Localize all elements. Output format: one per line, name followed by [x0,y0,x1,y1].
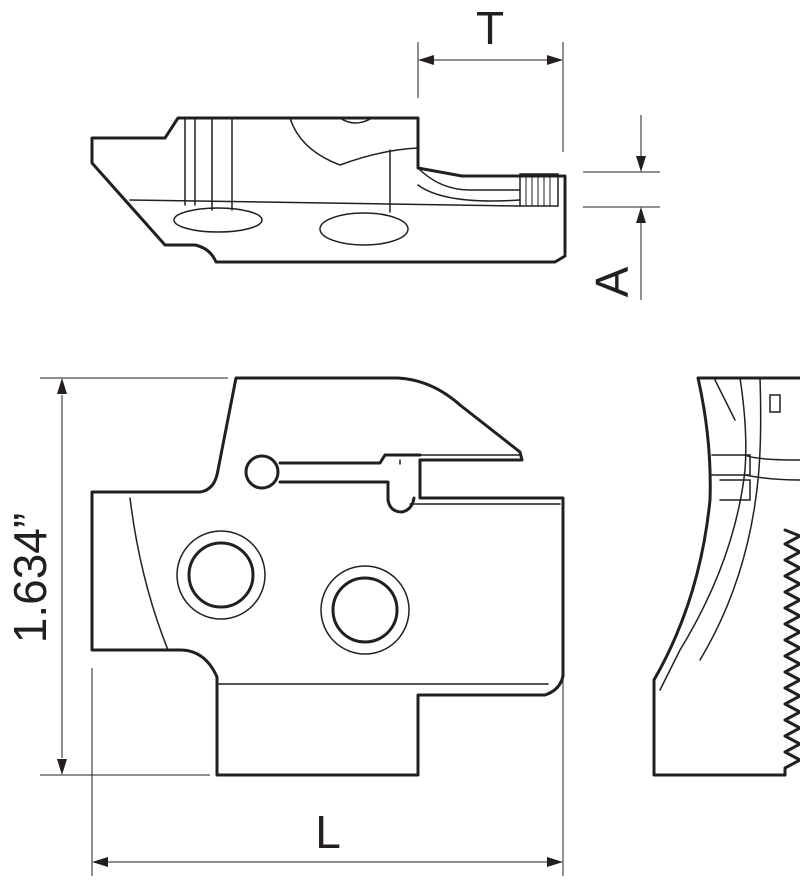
top-view: T A [90,2,660,300]
screw-hole-right [320,565,410,655]
clamp-notch-hole [244,454,280,490]
dimension-A-label: A [586,266,638,297]
top-hole-left [173,207,263,233]
side-view [652,376,800,777]
dimension-T-label: T [476,2,504,54]
dimension-T: T [417,2,564,152]
top-tip [519,173,559,207]
screw-hole-left [176,530,266,620]
dimension-L: L [91,668,564,876]
dimension-height-label: 1.634” [4,513,56,643]
top-hole-right [319,212,409,246]
front-view: 1.634” L [4,376,565,876]
dimension-height: 1.634” [4,377,228,776]
dimension-A: A [583,115,660,300]
dimension-L-label: L [315,806,341,858]
